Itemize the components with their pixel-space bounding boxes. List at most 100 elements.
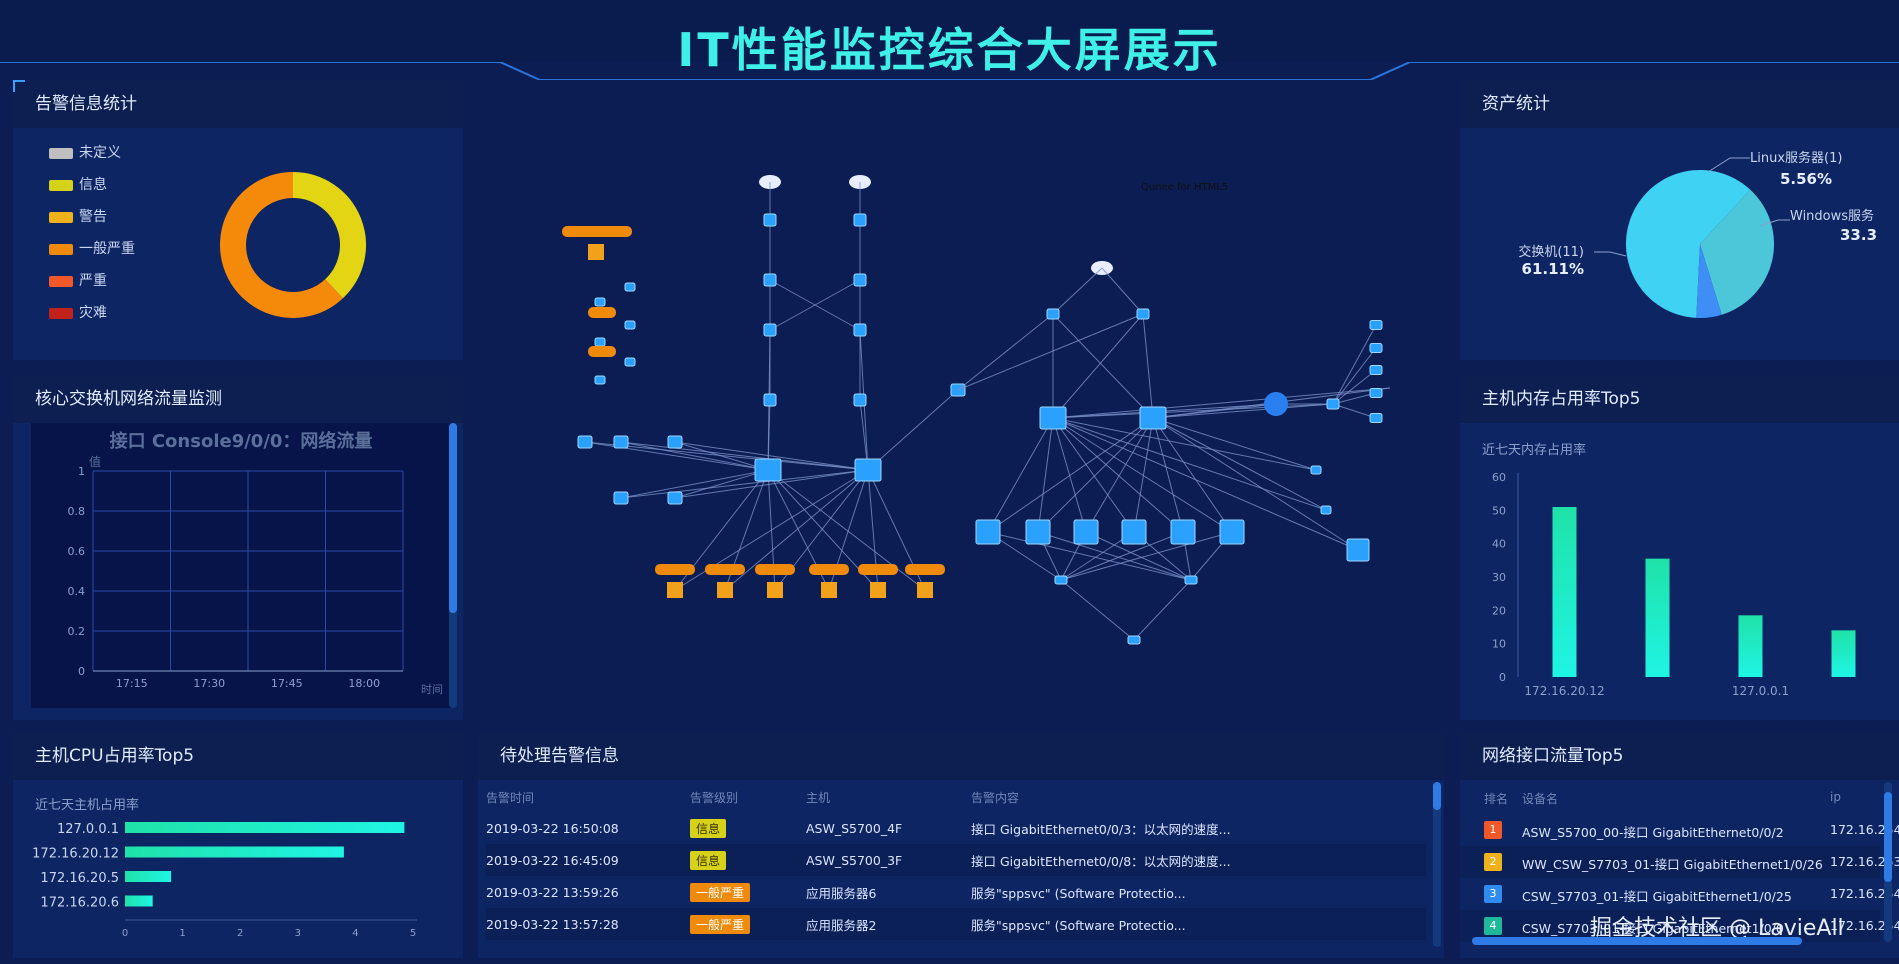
device-node[interactable] bbox=[624, 357, 636, 367]
device-node[interactable] bbox=[853, 213, 867, 227]
device-node[interactable] bbox=[624, 282, 636, 292]
alarm-tag[interactable] bbox=[562, 226, 632, 237]
legend-item[interactable]: 未定义 bbox=[49, 142, 121, 162]
column-header[interactable]: 设备名 bbox=[1522, 792, 1559, 806]
alarm-tag[interactable] bbox=[809, 564, 849, 575]
cpu-bar[interactable] bbox=[125, 871, 172, 882]
scrollbar-thumb[interactable] bbox=[1433, 782, 1441, 810]
pie-slice[interactable] bbox=[1696, 244, 1722, 318]
device-node[interactable] bbox=[853, 273, 867, 287]
device-node[interactable] bbox=[1054, 575, 1068, 585]
scrollbar-thumb[interactable] bbox=[449, 423, 457, 613]
device-node[interactable] bbox=[1046, 308, 1060, 320]
legend-item[interactable]: 信息 bbox=[49, 174, 107, 194]
cpu-bar[interactable] bbox=[125, 822, 405, 833]
network-topology[interactable] bbox=[478, 80, 1444, 720]
memory-bar[interactable] bbox=[1552, 507, 1577, 677]
core-switch[interactable] bbox=[1039, 406, 1067, 430]
alarm-tag[interactable] bbox=[588, 346, 616, 357]
memory-bar[interactable] bbox=[1645, 558, 1670, 677]
cpu-bar[interactable] bbox=[125, 846, 344, 858]
column-header[interactable]: ip bbox=[1830, 790, 1841, 804]
alarm-tag[interactable] bbox=[905, 564, 945, 575]
scrollbar-thumb[interactable] bbox=[1884, 792, 1892, 882]
device-node[interactable] bbox=[853, 323, 867, 337]
pc-node[interactable] bbox=[1369, 343, 1383, 353]
alarm-tag[interactable] bbox=[705, 564, 745, 575]
alarm-tag[interactable] bbox=[858, 564, 898, 575]
server-node[interactable] bbox=[667, 582, 683, 598]
alarm-tag[interactable] bbox=[588, 307, 616, 318]
device-node[interactable] bbox=[763, 273, 777, 287]
device-node[interactable] bbox=[594, 337, 606, 347]
pie-slice[interactable] bbox=[1700, 189, 1774, 315]
pie-slice[interactable] bbox=[1626, 170, 1751, 318]
server-rack[interactable] bbox=[975, 519, 1001, 545]
device-node[interactable] bbox=[1320, 505, 1332, 515]
device-node[interactable] bbox=[624, 320, 636, 330]
core-switch[interactable] bbox=[1139, 406, 1167, 430]
legend-item[interactable]: 灾难 bbox=[49, 302, 107, 322]
pc-node[interactable] bbox=[1369, 320, 1383, 330]
column-header[interactable]: 告警时间 bbox=[486, 790, 535, 805]
device-node[interactable] bbox=[667, 491, 683, 505]
memory-bar[interactable] bbox=[1831, 630, 1856, 677]
server-rack[interactable] bbox=[1025, 519, 1051, 545]
memory-bar[interactable] bbox=[1738, 615, 1763, 677]
donut-slice[interactable] bbox=[220, 172, 343, 318]
legend-item[interactable]: 严重 bbox=[49, 270, 107, 290]
device-node[interactable] bbox=[1127, 635, 1141, 645]
server-rack[interactable] bbox=[1219, 519, 1245, 545]
alarm-tag[interactable] bbox=[755, 564, 795, 575]
device-node[interactable] bbox=[1136, 308, 1150, 320]
server-node[interactable] bbox=[917, 582, 933, 598]
device-node[interactable] bbox=[763, 323, 777, 337]
server-rack[interactable] bbox=[1121, 519, 1147, 545]
server-rack[interactable] bbox=[1346, 538, 1370, 562]
column-header[interactable]: 告警级别 bbox=[690, 790, 739, 805]
device-node[interactable] bbox=[853, 393, 867, 407]
server-node[interactable] bbox=[870, 582, 886, 598]
device-node[interactable] bbox=[613, 435, 629, 449]
device-node[interactable] bbox=[763, 213, 777, 227]
column-header[interactable]: 告警内容 bbox=[971, 790, 1020, 805]
server-node[interactable] bbox=[588, 244, 604, 260]
server-node[interactable] bbox=[821, 582, 837, 598]
server-rack[interactable] bbox=[1073, 519, 1099, 545]
column-header[interactable]: 排名 bbox=[1484, 792, 1509, 806]
core-switch[interactable] bbox=[754, 458, 782, 482]
device-node[interactable] bbox=[763, 393, 777, 407]
column-header[interactable]: 主机 bbox=[806, 790, 831, 805]
pc-node[interactable] bbox=[1369, 365, 1383, 375]
server-rack[interactable] bbox=[1170, 519, 1196, 545]
alarm-tag[interactable] bbox=[655, 564, 695, 575]
device-node[interactable] bbox=[577, 435, 593, 449]
scrollbar[interactable] bbox=[1433, 782, 1441, 947]
legend-item[interactable]: 警告 bbox=[49, 206, 107, 226]
pc-node[interactable] bbox=[1369, 388, 1383, 398]
core-switch[interactable] bbox=[854, 458, 882, 482]
device-node[interactable] bbox=[594, 297, 606, 307]
server-node[interactable] bbox=[767, 582, 783, 598]
device-node[interactable] bbox=[1326, 398, 1340, 410]
donut-slice[interactable] bbox=[292, 172, 366, 299]
device-node[interactable] bbox=[1184, 575, 1198, 585]
server-node[interactable] bbox=[717, 582, 733, 598]
device-node[interactable] bbox=[667, 435, 683, 449]
device-node[interactable] bbox=[594, 375, 606, 385]
pc-node[interactable] bbox=[1369, 413, 1383, 423]
device-node[interactable] bbox=[1310, 465, 1322, 475]
horizontal-scrollbar-thumb[interactable] bbox=[1472, 937, 1802, 945]
globe-icon[interactable] bbox=[1264, 392, 1288, 416]
cpu-bar[interactable] bbox=[125, 895, 153, 907]
device-node[interactable] bbox=[613, 491, 629, 505]
legend-item[interactable]: 一般严重 bbox=[49, 238, 135, 258]
